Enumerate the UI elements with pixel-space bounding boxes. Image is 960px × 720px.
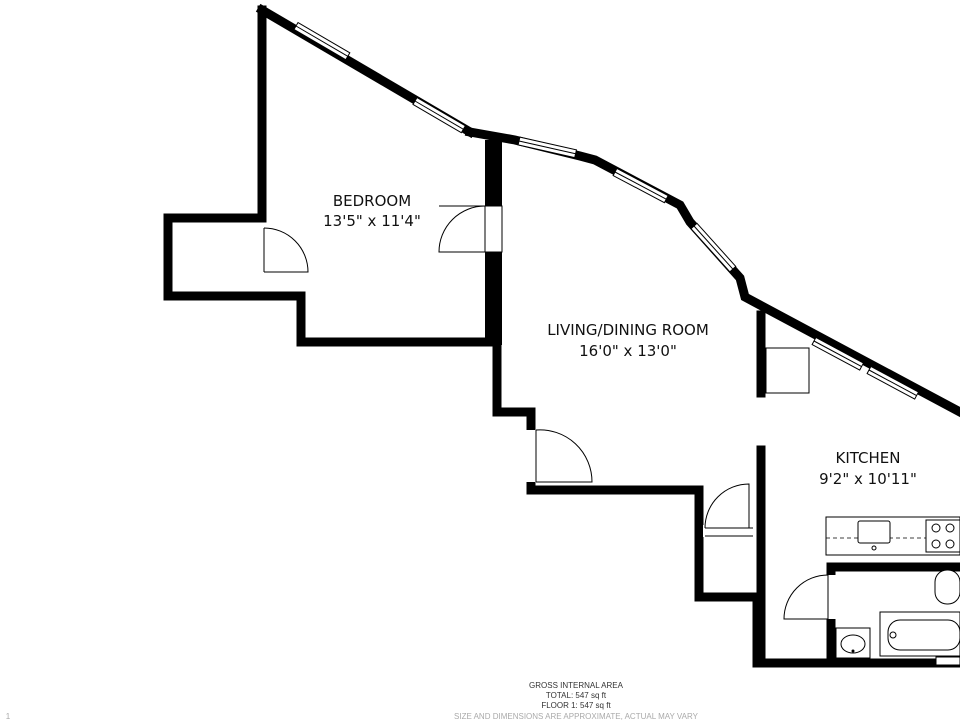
windows <box>293 21 920 400</box>
living-entry-door <box>526 429 593 483</box>
closet-door <box>255 227 309 273</box>
bathroom-door <box>826 575 838 619</box>
room-name-living: LIVING/DINING ROOM <box>547 321 709 339</box>
footer-floor: FLOOR 1: 547 sq ft <box>541 701 611 710</box>
room-dims-bedroom: 13'5" x 11'4" <box>323 212 421 230</box>
cupboard-door <box>703 483 753 537</box>
bedroom-door <box>438 205 503 253</box>
room-name-kitchen: KITCHEN <box>836 449 901 467</box>
bedroom-walls <box>163 3 498 347</box>
room-dims-living: 16'0" x 13'0" <box>579 342 677 360</box>
bathroom <box>783 562 960 668</box>
footer-heading: GROSS INTERNAL AREA <box>529 681 624 690</box>
kitchen-counter <box>825 516 960 556</box>
footer-edge-fragment: 1 <box>6 712 11 720</box>
cabinet <box>765 347 810 394</box>
footer-disclaimer: SIZE AND DIMENSIONS ARE APPROXIMATE, ACT… <box>454 712 699 720</box>
footer-total: TOTAL: 547 sq ft <box>546 691 607 700</box>
room-dims-kitchen: 9'2" x 10'11" <box>819 470 917 488</box>
room-name-bedroom: BEDROOM <box>333 192 411 210</box>
living-room-walls <box>464 126 960 668</box>
